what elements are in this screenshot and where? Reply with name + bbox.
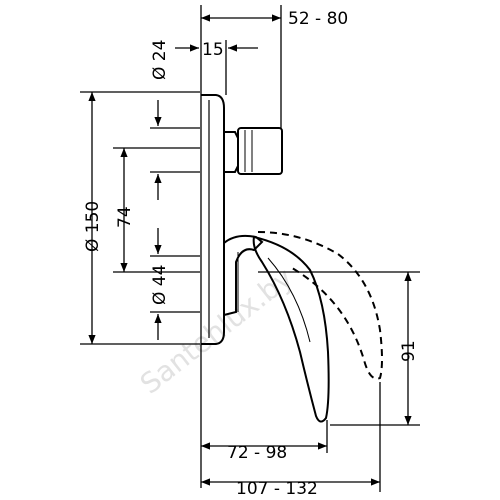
dim-top-depth: 52 - 80 — [288, 9, 348, 29]
dim-dia-44: Ø 44 — [150, 265, 170, 305]
diverter-knob — [224, 131, 239, 173]
dimension-lines — [80, 5, 420, 492]
dim-bottom-107-132: 107 - 132 — [236, 479, 318, 499]
lever-handle — [252, 235, 330, 423]
mixer-outline — [201, 94, 383, 423]
dim-height-74: 74 — [115, 206, 135, 228]
escutcheon-plate — [201, 94, 225, 345]
dim-dia-24: Ø 24 — [150, 40, 170, 80]
dim-height-91: 91 — [399, 340, 419, 362]
dim-dia-150: Ø 150 — [83, 201, 103, 252]
dim-top-offset: 15 — [202, 40, 224, 60]
diverter-handle — [237, 127, 283, 175]
lever-alt-position — [257, 231, 383, 380]
dim-bottom-72-98: 72 - 98 — [227, 443, 287, 463]
